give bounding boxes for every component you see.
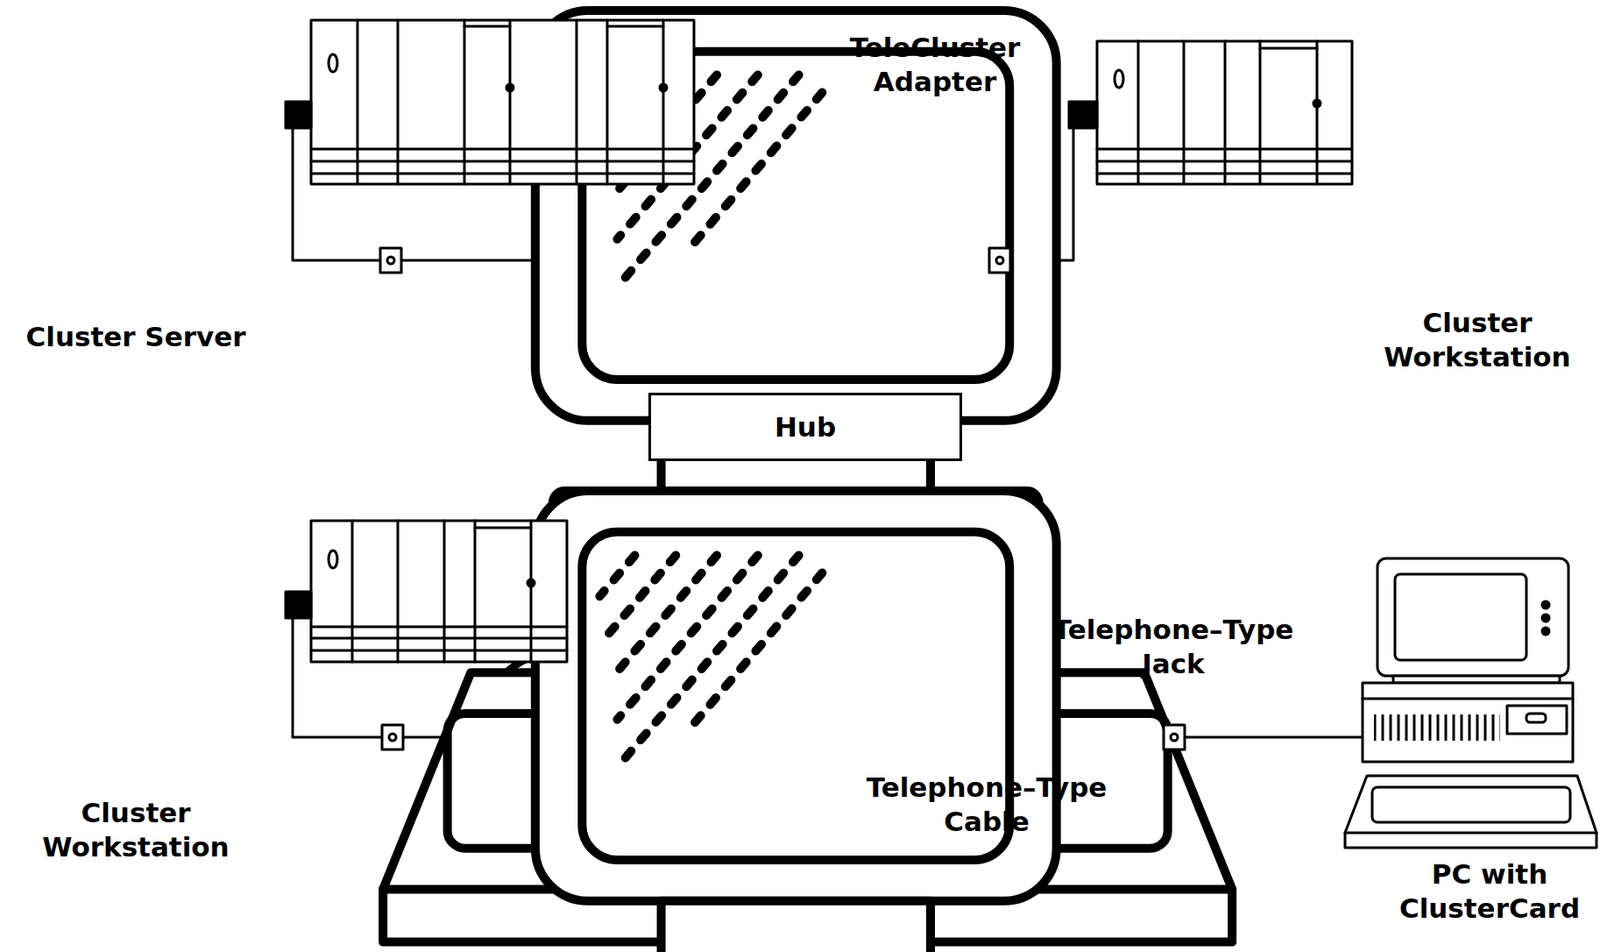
part-label: Telephone–Type Jack <box>1024 612 1323 681</box>
pc-node: PC with ClusterCard <box>1340 552 1597 929</box>
adapter-module <box>1069 41 1353 185</box>
hub-label: Hub <box>774 410 836 445</box>
pc-picture <box>1345 558 1597 848</box>
hub-box: Hub <box>648 392 963 461</box>
part-label: TeleCluster Adapter <box>821 30 1049 100</box>
workstation-node: Cluster Workstation <box>8 486 272 868</box>
device-caption: Cluster Workstation <box>17 795 255 864</box>
adapter-module <box>285 20 694 185</box>
workstation-node: Cluster Workstation <box>1331 7 1595 378</box>
part-label: Telephone–Type Cable <box>837 770 1136 839</box>
adapter-module <box>285 520 567 662</box>
device-caption: Cluster Server <box>0 319 281 354</box>
device-caption: PC with ClusterCard <box>1371 856 1600 926</box>
phone-jack <box>380 247 1185 750</box>
server-node: Cluster Server <box>8 7 272 358</box>
device-caption: Cluster Workstation <box>1359 305 1596 375</box>
